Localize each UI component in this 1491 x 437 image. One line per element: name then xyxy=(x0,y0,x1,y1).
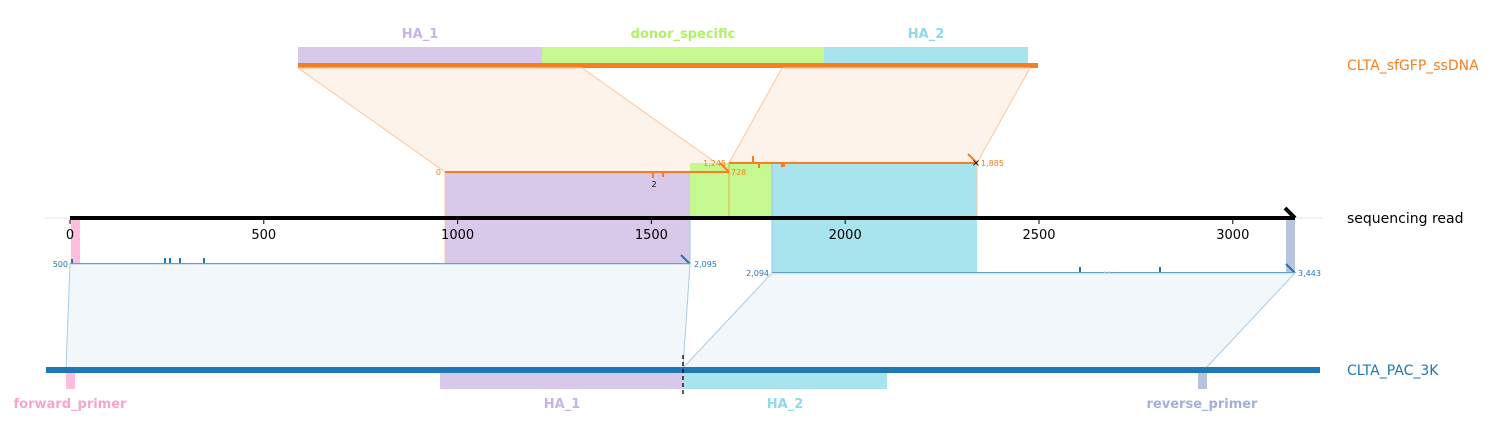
genome-2-end-arrow xyxy=(1285,263,1296,274)
genome-1-end-label: 2,095 xyxy=(694,260,717,269)
read-axis-arrowhead xyxy=(1283,206,1297,220)
read-ha1-shading xyxy=(445,172,690,218)
top-feature-ha2-bar xyxy=(824,47,1028,64)
read-axis-tick-label: 1500 xyxy=(635,228,668,243)
donor-2-mismatch-marker xyxy=(781,163,785,167)
read-ha2-shading xyxy=(772,163,977,218)
donor-2-start-label: 1,245 xyxy=(703,159,726,168)
donor-2-end-arrow xyxy=(967,153,978,164)
read-reverse-primer-shading xyxy=(1286,218,1295,273)
top-feature-donor-label: donor_specific xyxy=(631,27,736,42)
read-axis-ticks: 0 500 1000 1500 2000 2500 3000 xyxy=(66,220,1249,243)
donor-2-end-label: 1,885 xyxy=(981,159,1004,168)
read-axis-tick-label: 2500 xyxy=(1022,228,1055,243)
donor-2-mismatch-x: × xyxy=(972,158,980,169)
donor-1-indel-label: 2 xyxy=(651,180,656,189)
donor-1-end-arrow xyxy=(719,162,730,173)
read-axis: 0 500 1000 1500 2000 2500 3000 sequencing read xyxy=(45,206,1463,243)
bottom-feature-ha2-label: HA_2 xyxy=(767,397,804,412)
top-feature-donor-bar xyxy=(542,47,824,64)
read-axis-tick-label: 2000 xyxy=(829,228,862,243)
top-reference-name: CLTA_sfGFP_ssDNA xyxy=(1347,58,1479,74)
bottom-feature-reverse-primer-label: reverse_primer xyxy=(1147,397,1259,412)
top-feature-ha2-label: HA_2 xyxy=(908,27,945,42)
donor-1-start-label: 0 xyxy=(436,168,441,177)
read-axis-tick-label: 0 xyxy=(66,228,74,243)
read-forward-primer-shading xyxy=(71,218,80,264)
donor-1-end-label: 728 xyxy=(731,168,746,177)
read-ha2-shading-lower xyxy=(772,218,977,273)
top-feature-ha1-bar xyxy=(298,47,542,64)
read-axis-tick-label: 500 xyxy=(251,228,276,243)
bottom-feature-forward-primer-label: forward_primer xyxy=(14,397,128,412)
bottom-feature-ha1-label: HA_1 xyxy=(544,397,581,412)
bottom-reference: forward_primer HA_1 HA_2 reverse_primer … xyxy=(14,355,1439,412)
bottom-feature-reverse-primer-bar xyxy=(1198,373,1207,389)
donor-1-projection xyxy=(296,67,731,173)
bottom-feature-forward-primer-bar xyxy=(66,373,75,389)
top-feature-ha1-label: HA_1 xyxy=(402,27,439,42)
top-reference-line xyxy=(298,63,1038,68)
genome-2-end-label: 3,443 xyxy=(1298,269,1321,278)
genome-1-start-label: 500 xyxy=(53,260,68,269)
read-feature-shading xyxy=(71,163,1295,273)
donor-alignment-2: × 1,245 1,885 xyxy=(703,153,1004,169)
genome-1-projection xyxy=(65,263,691,369)
top-reference: HA_1 donor_specific HA_2 CLTA_sfGFP_ssDN… xyxy=(298,27,1479,74)
read-axis-tick-label: 3000 xyxy=(1216,228,1249,243)
donor-alignment-1: 0 728 2 xyxy=(436,162,746,189)
read-name: sequencing read xyxy=(1347,211,1463,227)
bottom-feature-ha1-bar xyxy=(440,373,683,389)
bottom-feature-ha2-bar xyxy=(683,373,887,389)
genome-2-start-label: 2,094 xyxy=(746,269,769,278)
genome-2-projection xyxy=(681,272,1297,369)
read-ha1-shading-lower xyxy=(445,218,690,264)
donor-2-projection xyxy=(728,67,1031,164)
read-axis-tick-label: 1000 xyxy=(441,228,474,243)
genome-1-end-arrow xyxy=(680,254,691,265)
bottom-reference-name: CLTA_PAC_3K xyxy=(1347,363,1439,379)
